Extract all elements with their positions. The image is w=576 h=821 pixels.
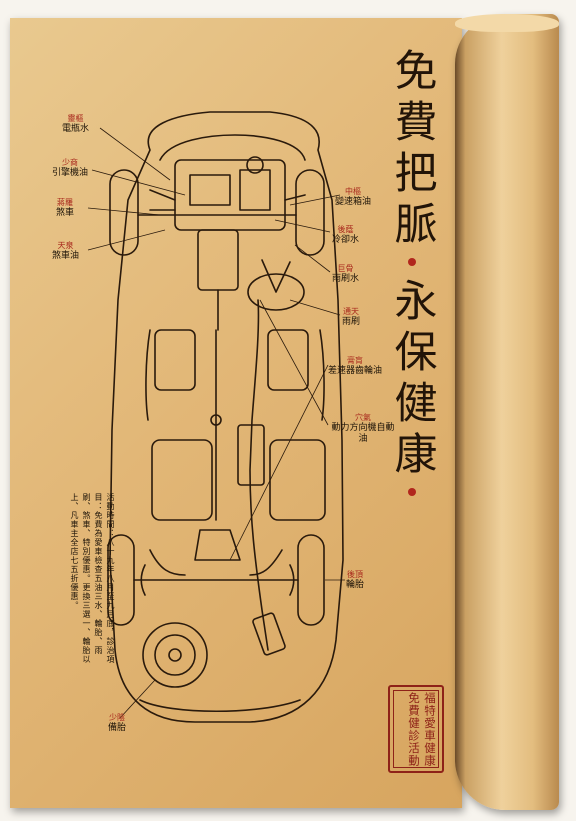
seal-text: 福特愛車健康免費健診活動	[393, 690, 439, 768]
label-brake: 蔣羅煞車	[56, 198, 75, 218]
event-description-text: 活動時間：八十九年八月至九月底，診治項目：免費為愛車檢查五油三水、輪胎、雨刷、煞…	[70, 493, 115, 664]
label-power-steering: 穴氣動力方向機自動油	[331, 413, 395, 444]
leader-line	[91, 169, 186, 196]
label-engine-oil: 少商引擎機油	[52, 158, 89, 178]
label-transmission-oil: 中樞變速箱油	[335, 187, 372, 207]
steering-wheel	[247, 273, 305, 311]
label-wiper-fluid: 巨骨雨刷水	[332, 264, 360, 284]
label-wipers: 通天雨刷	[342, 307, 361, 327]
leader-line	[259, 299, 329, 426]
red-seal-stamp: 福特愛車健康免費健診活動	[388, 685, 444, 773]
label-radiator-water: 靈樞電瓶水	[62, 114, 90, 134]
leader-line	[87, 207, 161, 216]
scroll-roll	[455, 14, 559, 810]
muffler	[237, 424, 265, 486]
front-right-wheel	[295, 169, 325, 256]
car-body-outline	[109, 111, 344, 723]
headline-line-1: 免費把脈	[387, 48, 437, 266]
leader-line	[289, 194, 341, 206]
leader-line	[289, 299, 341, 316]
label-brake-fluid: 天泉煞車油	[52, 241, 80, 261]
leader-line	[294, 244, 331, 273]
leader-line	[229, 364, 329, 561]
label-coolant: 後蔭冷卻水	[332, 225, 360, 245]
label-rear-tire: 後頂輪胎	[346, 570, 365, 590]
leader-line	[99, 127, 171, 181]
rear-right-wheel	[297, 534, 325, 626]
exhaust-pipe	[249, 299, 269, 651]
transmission	[197, 229, 239, 291]
spare-tire	[142, 622, 208, 688]
red-dot-ornament	[408, 488, 416, 496]
headline-line-2: 永保健康	[387, 278, 437, 496]
label-gear-oil: 膏肓差速器齒輪油	[328, 356, 383, 376]
label-spare-tire: 少陰備胎	[108, 713, 127, 733]
leader-line	[87, 229, 166, 251]
parchment-paper	[10, 18, 462, 808]
red-dot-ornament	[408, 258, 416, 266]
leader-line	[119, 679, 156, 719]
leader-line	[274, 219, 331, 233]
scroll-roll-top	[455, 14, 559, 32]
